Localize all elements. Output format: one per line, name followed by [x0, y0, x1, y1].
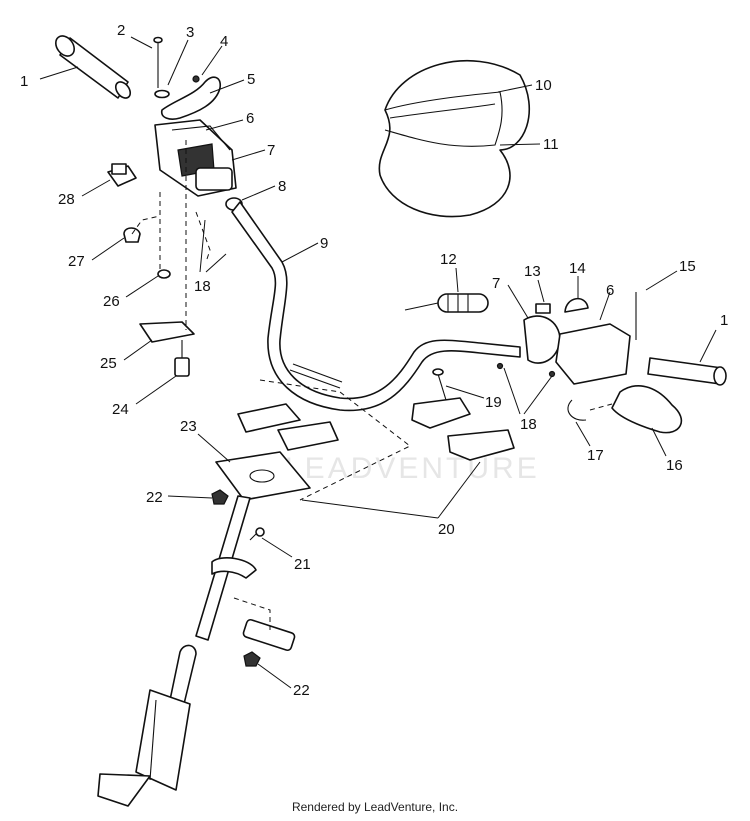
left-grip — [54, 35, 132, 99]
callout-14: 14 — [569, 260, 586, 277]
callout-13: 13 — [524, 263, 541, 280]
callout-6-left: 6 — [246, 110, 254, 127]
switch-cap — [564, 297, 589, 313]
callout-21: 21 — [294, 556, 311, 573]
callout-16: 16 — [666, 457, 683, 474]
callout-19: 19 — [485, 394, 502, 411]
callouts: 1 2 3 4 5 6 7 8 9 10 11 12 7 13 14 6 15 … — [20, 22, 728, 699]
seat — [378, 60, 530, 218]
hand-warmer-coil — [404, 293, 489, 313]
callout-27: 27 — [68, 253, 85, 270]
steering-plate — [215, 451, 311, 501]
callout-17: 17 — [587, 447, 604, 464]
nut — [192, 75, 200, 83]
screw — [153, 36, 163, 88]
throttle-lever — [160, 76, 222, 120]
callout-18-right: 18 — [520, 416, 537, 433]
steering-post — [169, 495, 257, 705]
hex-nut — [243, 651, 261, 667]
callout-22-top: 22 — [146, 489, 163, 506]
callout-4: 4 — [220, 33, 228, 50]
watermark: LEADVENTURE — [285, 452, 540, 485]
callout-26: 26 — [103, 293, 120, 310]
callout-23: 23 — [180, 418, 197, 435]
callout-1-right: 1 — [720, 312, 728, 329]
clamp — [567, 399, 587, 421]
hex-nut — [211, 489, 229, 505]
callout-8: 8 — [278, 178, 286, 195]
lower-steering-arm — [97, 689, 191, 807]
callout-18-left: 18 — [194, 278, 211, 295]
handlebar — [231, 201, 521, 412]
callout-28: 28 — [58, 191, 75, 208]
callout-9: 9 — [320, 235, 328, 252]
small-screw — [496, 362, 504, 370]
throttle-housing-plate-right — [523, 315, 561, 364]
washer — [154, 89, 170, 99]
throttle-housing-right — [555, 323, 631, 385]
bracket — [139, 321, 195, 343]
right-grip — [647, 357, 727, 386]
callout-1-left: 1 — [20, 73, 28, 90]
callout-25: 25 — [100, 355, 117, 372]
hex-bolt — [174, 340, 190, 377]
brake-lever — [611, 385, 683, 434]
callout-3: 3 — [186, 24, 194, 41]
cap-nut — [123, 227, 141, 243]
callout-7-left: 7 — [267, 142, 275, 159]
callout-5: 5 — [247, 71, 255, 88]
spacer — [242, 618, 296, 652]
leader-lines — [39, 36, 717, 689]
handlebar-clamp-lower — [237, 403, 339, 451]
callout-7-right: 7 — [492, 275, 500, 292]
small-screw — [548, 370, 556, 378]
throttle-housing-left — [154, 119, 237, 197]
callout-6-right: 6 — [606, 282, 614, 299]
callout-2: 2 — [117, 22, 125, 39]
callout-15: 15 — [679, 258, 696, 275]
handlebar-clamp-upper — [411, 368, 515, 461]
switch — [535, 303, 551, 314]
bolt — [249, 527, 265, 541]
callout-20: 20 — [438, 521, 455, 538]
callout-12: 12 — [440, 251, 457, 268]
grommet — [157, 269, 171, 279]
callout-24: 24 — [112, 401, 129, 418]
callout-22-bottom: 22 — [293, 682, 310, 699]
callout-11: 11 — [543, 136, 559, 153]
footer-credit: Rendered by LeadVenture, Inc. — [291, 800, 459, 814]
switch-connector — [107, 163, 137, 187]
callout-10: 10 — [535, 77, 552, 94]
